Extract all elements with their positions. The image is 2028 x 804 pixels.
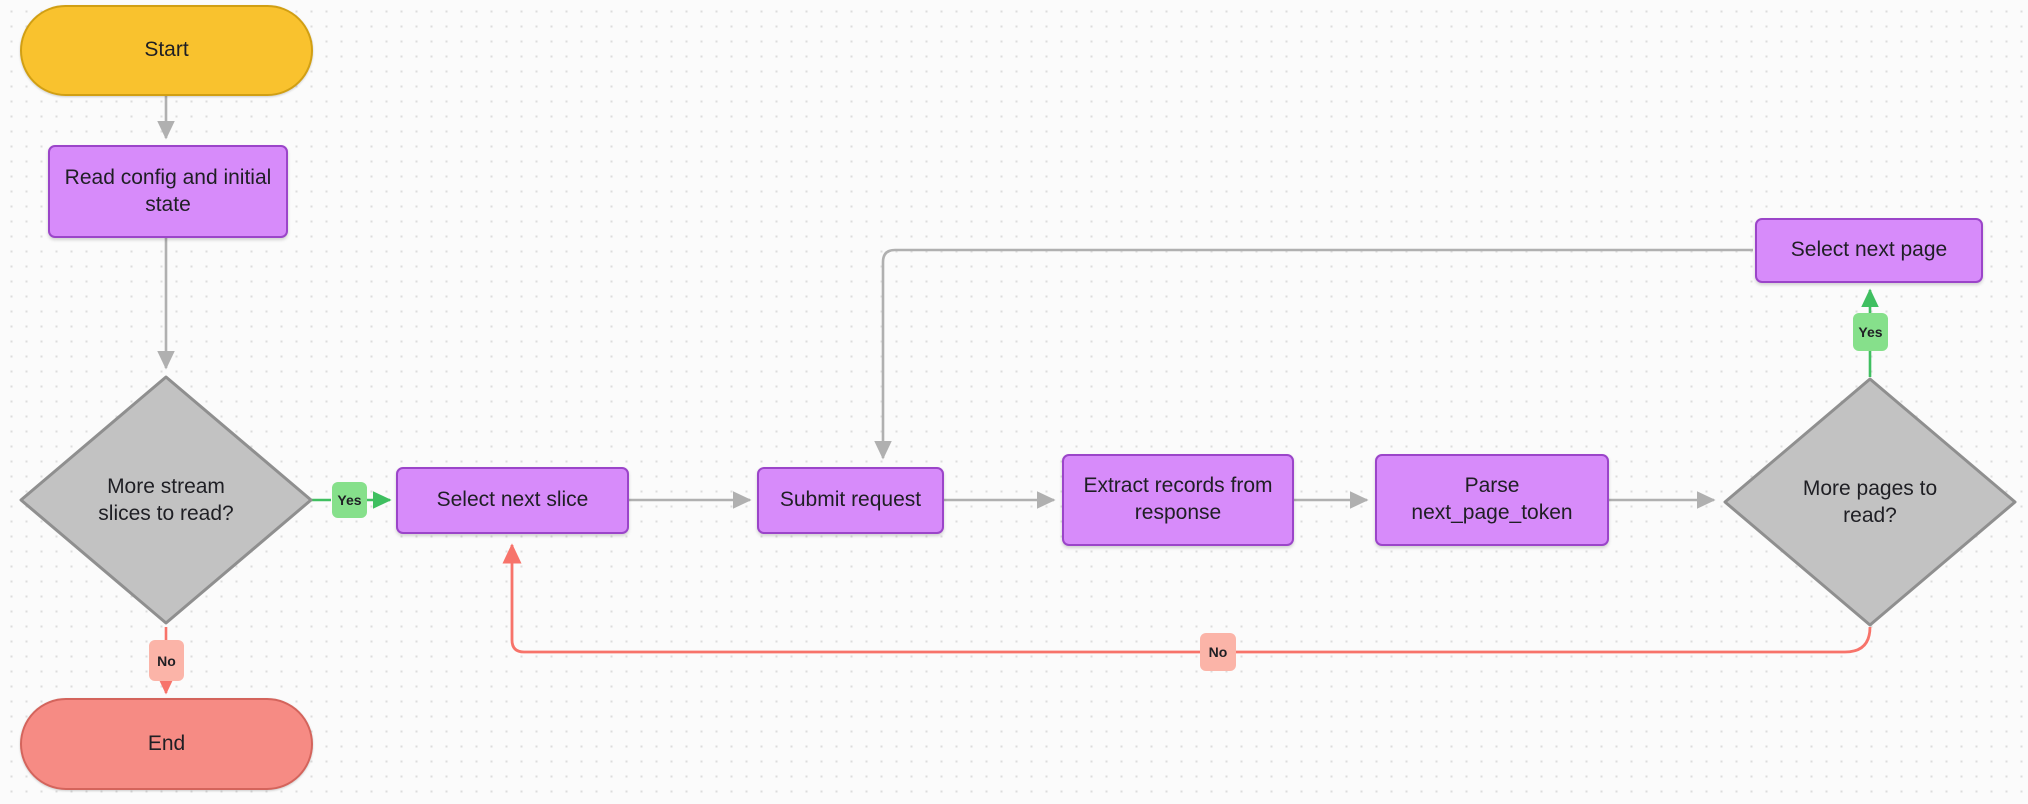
node-extract-records-label: Extract records from response bbox=[1083, 474, 1273, 524]
edge-label-text: No bbox=[1208, 644, 1228, 660]
node-select-next-slice[interactable]: Select next slice bbox=[396, 467, 629, 534]
edge-more-pages-no-loop-to-select-slice bbox=[502, 543, 1872, 654]
edge-select-page-to-submit-loop bbox=[874, 248, 1753, 460]
node-read-config[interactable]: Read config and initial state bbox=[48, 145, 288, 238]
edge-label-text: Yes bbox=[1858, 324, 1883, 340]
edge-label-more-pages-yes: Yes bbox=[1853, 313, 1888, 351]
node-more-pages[interactable]: More pages to read? bbox=[1720, 374, 2020, 630]
node-more-pages-label: More pages to read? bbox=[1802, 476, 1938, 527]
node-parse-next-page-token-label: Parse next_page_token bbox=[1411, 474, 1573, 524]
node-submit-request[interactable]: Submit request bbox=[757, 467, 944, 534]
node-more-stream-slices-label: More stream slices to read? bbox=[98, 474, 234, 525]
edge-label-more-slices-yes: Yes bbox=[332, 482, 367, 518]
node-more-stream-slices[interactable]: More stream slices to read? bbox=[16, 372, 316, 628]
node-select-next-page-label: Select next page bbox=[1790, 238, 1948, 262]
node-start-label: Start bbox=[144, 38, 189, 62]
edge-label-text: No bbox=[157, 652, 176, 669]
node-select-next-page[interactable]: Select next page bbox=[1755, 218, 1983, 283]
edge-label-text: Yes bbox=[337, 492, 362, 508]
node-extract-records[interactable]: Extract records from response bbox=[1062, 454, 1294, 546]
edge-label-more-slices-no: No bbox=[149, 640, 184, 681]
node-parse-next-page-token[interactable]: Parse next_page_token bbox=[1375, 454, 1609, 546]
node-end-label: End bbox=[147, 731, 186, 755]
diamond-shape bbox=[19, 375, 313, 625]
node-read-config-label: Read config and initial state bbox=[64, 165, 272, 216]
node-end[interactable]: End bbox=[20, 698, 313, 790]
node-start[interactable]: Start bbox=[20, 5, 313, 96]
edge-label-more-pages-no: No bbox=[1200, 633, 1236, 671]
node-submit-request-label: Submit request bbox=[779, 488, 922, 512]
node-select-next-slice-label: Select next slice bbox=[436, 488, 589, 512]
